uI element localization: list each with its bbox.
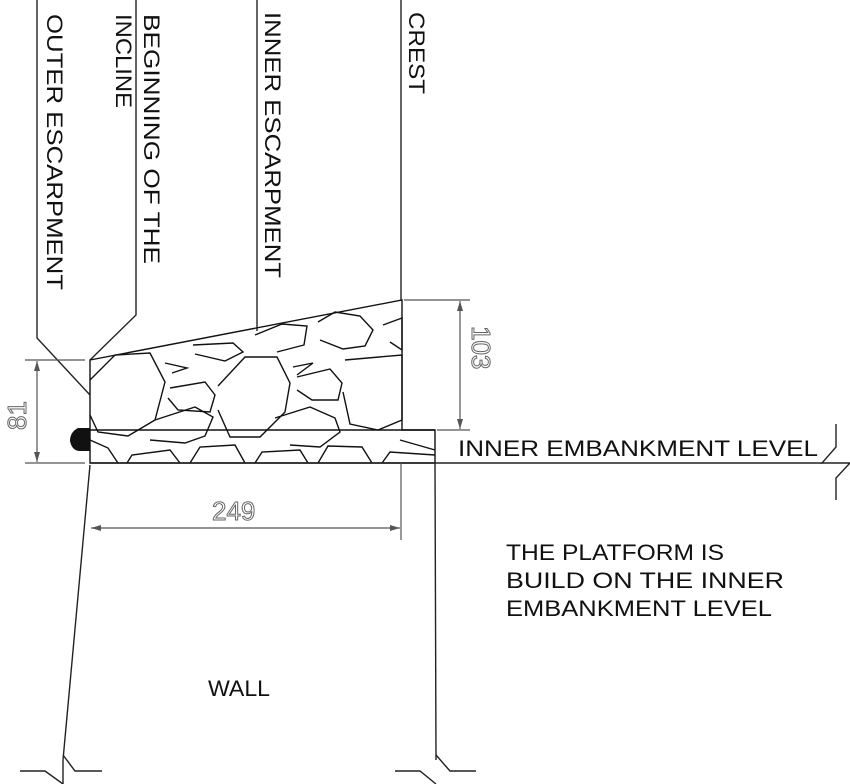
leader-outer-escarpment [36, 0, 91, 396]
drip-edge-marker [70, 428, 90, 451]
label-crest: CREST [404, 12, 429, 94]
label-wall: WALL [208, 676, 270, 701]
dim-249-text: 249 [212, 496, 255, 526]
note-line-2: BUILD ON THE INNER [506, 568, 784, 593]
label-inner-embankment-level: INNER EMBANKMENT LEVEL [458, 436, 818, 461]
label-inner-escarpment: INNER ESCARPMENT [260, 12, 285, 278]
break-symbol-wall-right-2 [435, 754, 476, 772]
leader-beginning-incline [89, 0, 137, 361]
break-symbol-right [820, 424, 850, 500]
label-outer-escarpment: OUTER ESCARPMENT [42, 14, 67, 290]
note-line-3: EMBANKMENT LEVEL [506, 596, 772, 621]
wall-left-edge [62, 464, 91, 761]
dim-81-text: 81 [2, 401, 32, 430]
label-beginning-line1: BEGINNING OF THE [139, 14, 164, 264]
break-symbol-wall-right [395, 770, 437, 784]
break-symbol-wall-left [20, 770, 64, 784]
wall-right-edge [434, 462, 437, 761]
dim-103-text: 103 [466, 326, 496, 369]
stone-hatch [89, 311, 436, 464]
note-line-1: THE PLATFORM IS [506, 540, 724, 565]
break-symbol-wall-left-3 [62, 754, 102, 772]
label-beginning-line2: INCLINE [111, 14, 136, 108]
